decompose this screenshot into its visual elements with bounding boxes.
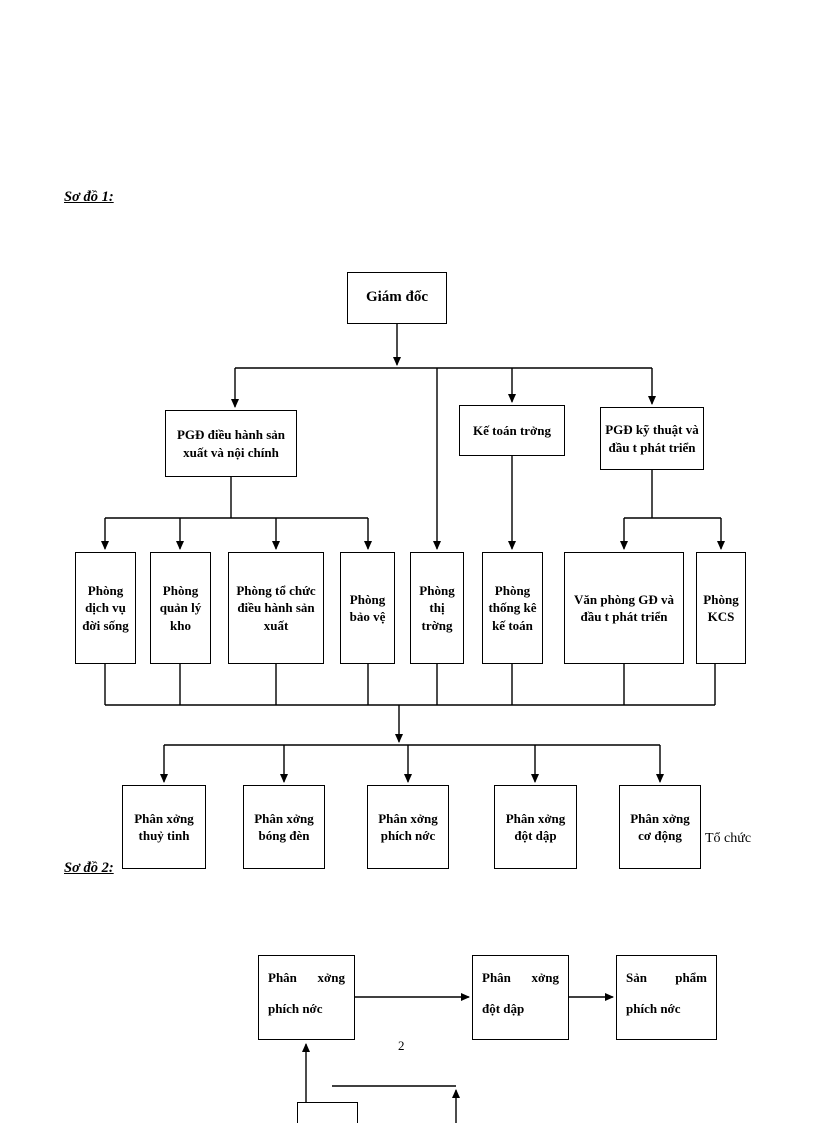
- box2-px-phich-nuoc-line1: Phân xởng: [268, 970, 345, 985]
- heading-diagram-1: Sơ đồ 1:: [64, 189, 114, 205]
- box-px-phich-nuoc: Phân xởng phích nớc: [367, 785, 449, 869]
- box-phong-kcs: Phòng KCS: [696, 552, 746, 664]
- box-phong-thong-ke-ke-toan: Phòng thống kê kế toán: [482, 552, 543, 664]
- box-pgd-ky-thuat: PGĐ kỹ thuật và đầu t phát triển: [600, 407, 704, 470]
- box-phong-dich-vu-doi-song: Phòng dịch vụ đời sống: [75, 552, 136, 664]
- box2-px-dot-dap-line2: đột dập: [482, 1001, 525, 1016]
- box2-san-pham-line2: phích nớc: [626, 1001, 681, 1016]
- box2-px-dot-dap: Phân xởng đột dập: [472, 955, 569, 1040]
- note-to-chuc: Tổ chức: [705, 831, 752, 846]
- box2-px-phich-nuoc: Phân xởng phích nớc: [258, 955, 355, 1040]
- box-px-bong-den: Phân xởng bóng đèn: [243, 785, 325, 869]
- page-number: 2: [398, 1038, 405, 1053]
- box-px-co-dong: Phân xởng cơ động: [619, 785, 701, 869]
- box2-san-pham-line1: Sản phẩm: [626, 970, 707, 985]
- box-phong-bao-ve: Phòng bảo vệ: [340, 552, 395, 664]
- box-giam-doc: Giám đốc: [347, 272, 447, 324]
- box2-px-dot-dap-line1: Phân xởng: [482, 970, 559, 985]
- box-px-thuy-tinh: Phân xởng thuỷ tinh: [122, 785, 206, 869]
- partial-box-cutoff: [297, 1102, 358, 1123]
- box-phong-to-chuc-dieu-hanh: Phòng tổ chức điều hành sản xuất: [228, 552, 324, 664]
- box-px-dot-dap: Phân xởng đột dập: [494, 785, 577, 869]
- box2-san-pham-phich-nuoc: Sản phẩm phích nớc: [616, 955, 717, 1040]
- box-pgd-dieu-hanh: PGĐ điều hành sản xuất và nội chính: [165, 410, 297, 477]
- box2-px-phich-nuoc-line2: phích nớc: [268, 1001, 323, 1016]
- box-ke-toan-truong: Kế toán trởng: [459, 405, 565, 456]
- heading-diagram-2: Sơ đồ 2:: [64, 860, 114, 876]
- box-phong-quan-ly-kho: Phòng quản lý kho: [150, 552, 211, 664]
- box-phong-thi-truong: Phòng thị trờng: [410, 552, 464, 664]
- box-van-phong-gd: Văn phòng GĐ và đầu t phát triển: [564, 552, 684, 664]
